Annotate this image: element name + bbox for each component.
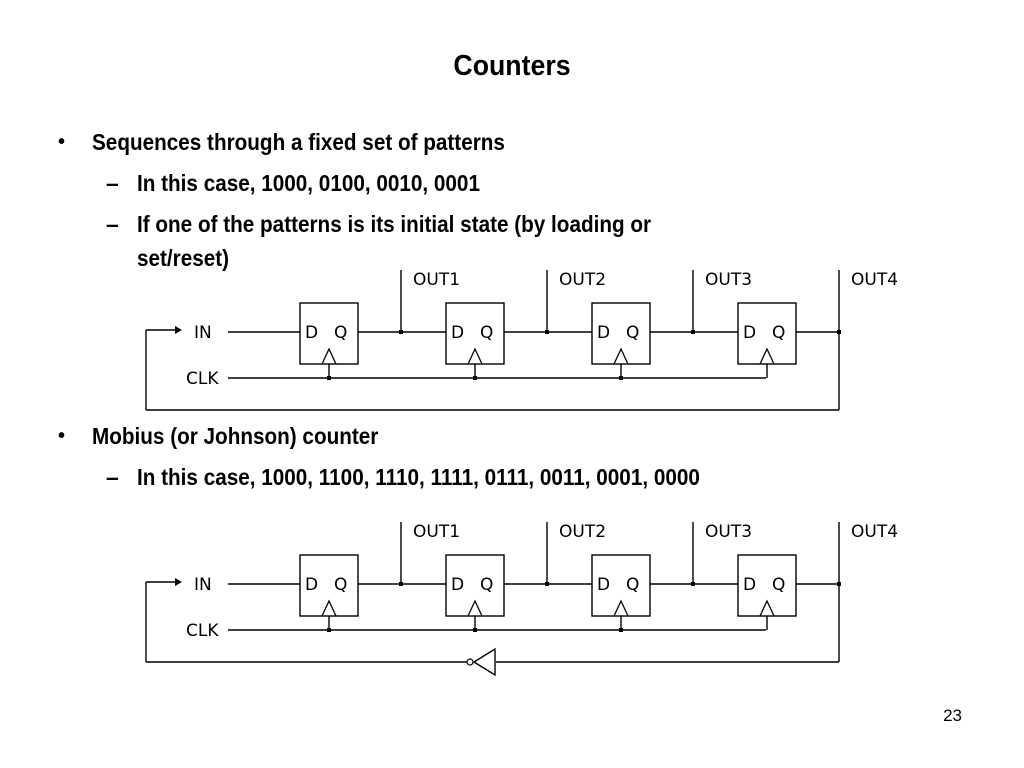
sub-bullet-text: In this case, 1000, 1100, 1110, 1111, 01… — [137, 464, 700, 490]
junction-dot — [473, 628, 477, 632]
flip-flop-d-label: D — [305, 575, 318, 595]
sub-bullet-text-continued: set/reset) — [137, 245, 230, 271]
clock-input-icon — [759, 347, 775, 365]
clock-input-icon — [613, 599, 629, 617]
output-label: OUT2 — [559, 522, 606, 542]
flip-flop-box — [445, 302, 505, 365]
page-number: 23 — [943, 706, 962, 725]
flip-flop-box — [591, 554, 651, 617]
bullet-text: Mobius (or Johnson) counter — [92, 423, 379, 449]
output-label: OUT3 — [705, 270, 752, 290]
dash-marker: – — [106, 170, 119, 196]
clock-label: CLK — [186, 369, 219, 389]
dash-marker: – — [106, 211, 119, 237]
junction-dot — [619, 376, 623, 380]
input-label: IN — [194, 323, 212, 343]
output-label: OUT1 — [413, 522, 460, 542]
clock-label: CLK — [186, 621, 219, 641]
flip-flop-d-label: D — [451, 323, 464, 343]
bullet-text: Sequences through a fixed set of pattern… — [92, 129, 505, 155]
flip-flop-d-label: D — [305, 323, 318, 343]
arrow-head-icon — [175, 578, 182, 586]
clock-input-icon — [321, 599, 337, 617]
junction-dot — [327, 376, 331, 380]
flip-flop-d-label: D — [743, 323, 756, 343]
arrow-head-icon — [175, 326, 182, 334]
flip-flop-q-label: Q — [334, 323, 347, 343]
inverter-bubble-icon — [466, 658, 474, 666]
flip-flop-q-label: Q — [626, 575, 639, 595]
flip-flop-d-label: D — [597, 575, 610, 595]
inverter-gate-icon — [472, 647, 496, 677]
dash-marker: – — [106, 464, 119, 490]
flip-flop-d-label: D — [597, 323, 610, 343]
flip-flop-q-label: Q — [626, 323, 639, 343]
sub-bullet-text: In this case, 1000, 0100, 0010, 0001 — [137, 170, 480, 196]
flip-flop-box — [737, 554, 797, 617]
flip-flop-d-label: D — [451, 575, 464, 595]
flip-flop-d-label: D — [743, 575, 756, 595]
clock-input-icon — [467, 347, 483, 365]
flip-flop-box — [737, 302, 797, 365]
flip-flop-box — [299, 554, 359, 617]
junction-dot — [327, 628, 331, 632]
clock-input-icon — [759, 599, 775, 617]
slide-title: Counters — [453, 50, 571, 82]
clock-input-icon — [321, 347, 337, 365]
output-label: OUT2 — [559, 270, 606, 290]
sub-bullet-text: If one of the patterns is its initial st… — [137, 211, 652, 237]
clock-input-icon — [613, 347, 629, 365]
output-label: OUT3 — [705, 522, 752, 542]
clock-input-icon — [467, 599, 483, 617]
flip-flop-q-label: Q — [772, 575, 785, 595]
bullet-marker: • — [58, 131, 66, 153]
output-label: OUT4 — [851, 522, 898, 542]
junction-dot — [473, 376, 477, 380]
output-label: OUT4 — [851, 270, 898, 290]
flip-flop-q-label: Q — [772, 323, 785, 343]
flip-flop-q-label: Q — [480, 575, 493, 595]
flip-flop-q-label: Q — [480, 323, 493, 343]
bullet-marker: • — [58, 425, 66, 447]
input-label: IN — [194, 575, 212, 595]
junction-dot — [619, 628, 623, 632]
output-label: OUT1 — [413, 270, 460, 290]
flip-flop-q-label: Q — [334, 575, 347, 595]
